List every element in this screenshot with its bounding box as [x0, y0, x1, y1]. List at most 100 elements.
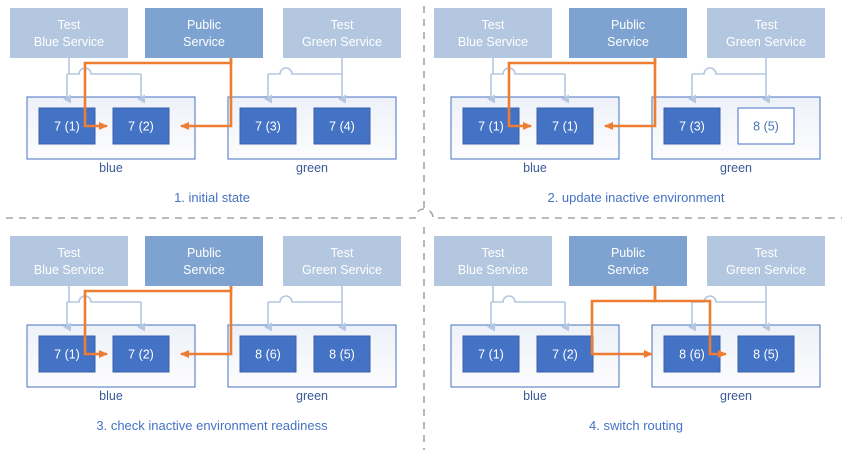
- pod-label-blue-0: 7 (1): [478, 120, 504, 134]
- pod-box-blue-1: [112, 107, 170, 145]
- pod-label-green-0: 7 (3): [255, 120, 281, 134]
- test-connector-blue-bus: [67, 67, 141, 75]
- pod-box-green-0: [239, 335, 297, 373]
- panel-dividers: [6, 6, 842, 450]
- public-routing-blue: [507, 58, 657, 130]
- test-connector-green: [264, 58, 346, 104]
- service-label-test-green-service-line1: Test: [331, 18, 354, 32]
- test-connector-green: [264, 286, 346, 332]
- environment-label-blue: blue: [523, 389, 547, 403]
- pod-box-green-1: [737, 107, 795, 145]
- service-box-test-blue-service: [434, 8, 552, 58]
- panel-caption-3: 3. check inactive environment readiness: [96, 418, 328, 433]
- environment-label-green: green: [296, 389, 328, 403]
- pod-box-blue-0: [462, 335, 520, 373]
- environment-label-blue: blue: [523, 161, 547, 175]
- pod-label-green-0: 7 (3): [679, 120, 705, 134]
- service-box-public-service: [569, 236, 687, 286]
- panel-caption-4: 4. switch routing: [589, 418, 683, 433]
- environment-label-green: green: [296, 161, 328, 175]
- pod-label-blue-0: 7 (1): [54, 120, 80, 134]
- environment-label-green: green: [720, 389, 752, 403]
- pod-label-green-1: 8 (5): [753, 348, 779, 362]
- pod-label-green-1: 8 (5): [753, 120, 779, 134]
- pod-label-blue-1: 7 (2): [552, 348, 578, 362]
- service-box-test-green-service: [707, 236, 825, 286]
- pod-label-green-0: 8 (6): [679, 348, 705, 362]
- service-label-test-blue-service-line1: Test: [482, 246, 505, 260]
- public-routing-blue: [83, 58, 233, 130]
- pod-box-blue-1: [112, 335, 170, 373]
- test-connector-green-bus: [692, 67, 766, 75]
- test-connector-green-bus: [268, 295, 342, 303]
- service-label-test-green-service-line2: Green Service: [726, 35, 806, 49]
- service-label-public-service-line2: Service: [607, 263, 649, 277]
- public-arrow-pod-1: [604, 58, 657, 130]
- public-routing-green: [590, 286, 727, 358]
- pod-label-blue-1: 7 (2): [128, 120, 154, 134]
- service-box-public-service: [145, 8, 263, 58]
- public-arrow-pod-1: [180, 286, 233, 358]
- test-connector-blue: [487, 286, 569, 332]
- test-connector-blue-bus: [491, 67, 565, 75]
- environment-label-blue: blue: [99, 161, 123, 175]
- pod-box-green-1: [313, 107, 371, 145]
- pod-box-blue-1: [536, 335, 594, 373]
- service-label-test-green-service-line2: Green Service: [302, 35, 382, 49]
- test-connector-green: [688, 286, 770, 332]
- pod-label-green-1: 7 (4): [329, 120, 355, 134]
- pod-label-green-0: 8 (6): [255, 348, 281, 362]
- service-label-test-blue-service-line2: Blue Service: [34, 35, 104, 49]
- pod-box-green-1: [737, 335, 795, 373]
- service-box-public-service: [569, 8, 687, 58]
- service-box-public-service: [145, 236, 263, 286]
- service-label-test-green-service-line1: Test: [331, 246, 354, 260]
- environment-label-green: green: [720, 161, 752, 175]
- pod-box-blue-1: [536, 107, 594, 145]
- pod-label-blue-1: 7 (2): [128, 348, 154, 362]
- service-label-test-green-service-line2: Green Service: [302, 263, 382, 277]
- divider-horizontal: [6, 208, 842, 219]
- service-label-test-blue-service-line2: Blue Service: [458, 35, 528, 49]
- service-box-test-blue-service: [434, 236, 552, 286]
- test-connector-green-bus: [268, 67, 342, 75]
- service-box-test-green-service: [283, 8, 401, 58]
- pod-label-blue-1: 7 (1): [552, 120, 578, 134]
- panel-caption-2: 2. update inactive environment: [547, 190, 724, 205]
- service-label-public-service-line2: Service: [183, 35, 225, 49]
- service-label-public-service-line2: Service: [607, 35, 649, 49]
- pod-label-green-1: 8 (5): [329, 348, 355, 362]
- service-label-test-green-service-line2: Green Service: [726, 263, 806, 277]
- pod-box-green-1: [313, 335, 371, 373]
- pod-box-green-0: [663, 107, 721, 145]
- service-box-test-blue-service: [10, 236, 128, 286]
- panel-caption-1: 1. initial state: [174, 190, 250, 205]
- service-box-test-green-service: [707, 8, 825, 58]
- public-routing-blue: [83, 286, 233, 358]
- service-label-test-green-service-line1: Test: [755, 246, 778, 260]
- service-box-test-blue-service: [10, 8, 128, 58]
- service-label-public-service-line1: Public: [187, 18, 221, 32]
- service-label-test-blue-service-line1: Test: [58, 246, 81, 260]
- public-arrow-pod-1: [653, 286, 727, 358]
- service-label-test-green-service-line1: Test: [755, 18, 778, 32]
- service-label-test-blue-service-line2: Blue Service: [458, 263, 528, 277]
- pod-label-blue-0: 7 (1): [478, 348, 504, 362]
- service-label-public-service-line1: Public: [187, 246, 221, 260]
- service-label-public-service-line1: Public: [611, 246, 645, 260]
- public-arrow-pod-1: [180, 58, 233, 130]
- pod-box-green-0: [239, 107, 297, 145]
- test-connector-green: [688, 58, 770, 104]
- test-connector-blue-bus: [491, 295, 565, 303]
- environment-label-blue: blue: [99, 389, 123, 403]
- service-label-test-blue-service-line1: Test: [58, 18, 81, 32]
- service-label-test-blue-service-line2: Blue Service: [34, 263, 104, 277]
- service-box-test-green-service: [283, 236, 401, 286]
- service-label-public-service-line1: Public: [611, 18, 645, 32]
